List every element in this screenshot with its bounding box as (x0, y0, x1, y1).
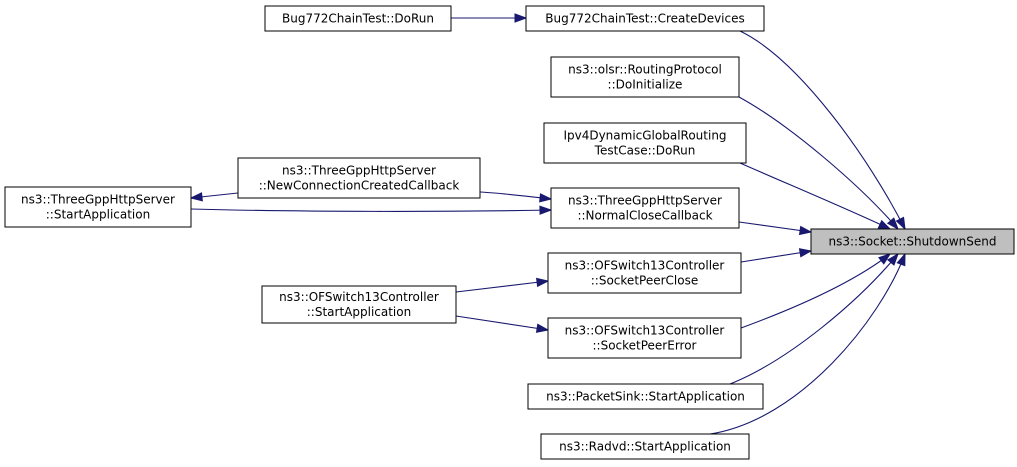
edge-line (729, 253, 899, 385)
node-box (550, 187, 740, 229)
node-new-conn[interactable]: ns3::ThreeGppHttpServer::NewConnectionCr… (237, 157, 481, 199)
node-label: Bug772ChainTest::DoRun (282, 12, 434, 26)
edges-layer (189, 13, 906, 435)
node-olsr-doinit[interactable]: ns3::olsr::RoutingProtocol::DoInitialize (550, 56, 740, 98)
arrow-head-icon (878, 253, 892, 265)
arrow-head-icon (896, 252, 906, 267)
edge-normal_close-to-shutdown_send (738, 221, 813, 236)
arrow-head-icon (539, 205, 553, 215)
edge-radvd_start-to-shutdown_send (709, 252, 906, 435)
node-label: ::SocketPeerError (592, 339, 696, 353)
node-box (261, 285, 457, 324)
node-bug772-dorun[interactable]: Bug772ChainTest::DoRun (264, 5, 452, 32)
edge-line (739, 30, 906, 230)
arrow-head-icon (877, 219, 892, 230)
node-label: ns3::OFSwitch13Controller (565, 324, 725, 338)
edge-line (738, 221, 812, 233)
node-label: ns3::olsr::RoutingProtocol (568, 63, 722, 77)
edge-line (455, 315, 549, 331)
node-box (4, 186, 192, 228)
arrow-head-icon (539, 193, 553, 203)
node-http-start[interactable]: ns3::ThreeGppHttpServer::StartApplicatio… (4, 186, 192, 228)
edge-new_conn-to-http_start (189, 192, 239, 202)
edge-new_conn-to-normal_close (479, 191, 553, 203)
edge-line (190, 208, 552, 212)
edge-line (738, 96, 899, 230)
edge-bug772_dorun-to-create_devices (451, 13, 528, 23)
node-label: ns3::Radvd::StartApplication (559, 440, 731, 454)
node-box (547, 317, 742, 359)
node-peer-close[interactable]: ns3::OFSwitch13Controller::SocketPeerClo… (547, 252, 742, 294)
node-box (264, 5, 452, 32)
node-box (525, 5, 765, 32)
nodes-layer: ns3::Socket::ShutdownSend Bug772ChainTest… (4, 5, 1015, 460)
edge-create_devices-to-shutdown_send (739, 30, 906, 231)
node-label: ns3::OFSwitch13Controller (565, 259, 725, 273)
node-label: ::DoInitialize (608, 78, 683, 92)
node-label: Bug772ChainTest::CreateDevices (545, 12, 745, 26)
arrow-head-icon (189, 192, 203, 202)
arrow-head-icon (535, 323, 550, 333)
edge-of_start-to-peer_error (455, 315, 550, 333)
node-label: ns3::Socket::ShutdownSend (829, 235, 997, 249)
node-packetsink-start[interactable]: ns3::PacketSink::StartApplication (527, 383, 764, 410)
edge-line (709, 253, 906, 435)
edge-line (740, 250, 812, 263)
node-label: ns3::ThreeGppHttpServer (21, 193, 175, 207)
arrow-head-icon (536, 277, 550, 288)
node-box (540, 433, 750, 460)
node-label: ::NewConnectionCreatedCallback (259, 179, 460, 193)
node-label: ::SocketPeerClose (591, 274, 698, 288)
edge-line (455, 280, 549, 293)
node-box (237, 157, 481, 199)
arrow-head-icon (886, 252, 899, 266)
node-box (543, 122, 747, 164)
node-label: ::StartApplication (307, 305, 411, 319)
node-shutdown-send[interactable]: ns3::Socket::ShutdownSend (810, 228, 1015, 255)
edge-line (739, 162, 891, 230)
node-label: ::NormalCloseCallback (577, 209, 712, 223)
node-box (547, 252, 742, 294)
arrow-head-icon (514, 13, 528, 23)
node-box (810, 228, 1015, 255)
node-label: ::StartApplication (46, 208, 150, 222)
node-normal-close[interactable]: ns3::ThreeGppHttpServer::NormalCloseCall… (550, 187, 740, 229)
node-label: ns3::ThreeGppHttpServer (568, 194, 722, 208)
node-box (527, 383, 764, 410)
arrow-head-icon (886, 217, 899, 231)
node-label: Ipv4DynamicGlobalRouting (563, 129, 726, 143)
arrow-head-icon (895, 216, 906, 231)
node-label: ns3::PacketSink::StartApplication (546, 390, 745, 404)
edge-olsr_doinit-to-shutdown_send (738, 96, 899, 231)
edge-line (740, 253, 891, 329)
edge-peer_close-to-shutdown_send (740, 248, 813, 263)
edge-of_start-to-peer_close (455, 277, 550, 293)
node-peer-error[interactable]: ns3::OFSwitch13Controller::SocketPeerErr… (547, 317, 742, 359)
node-create-devices[interactable]: Bug772ChainTest::CreateDevices (525, 5, 765, 32)
node-label: TestCase::DoRun (594, 144, 696, 158)
node-label: ns3::OFSwitch13Controller (279, 290, 439, 304)
edge-packetsink_start-to-shutdown_send (729, 252, 899, 385)
node-of-start[interactable]: ns3::OFSwitch13Controller::StartApplicat… (261, 285, 457, 324)
edge-peer_error-to-shutdown_send (740, 253, 892, 329)
edge-ipv4_dyn_dorun-to-shutdown_send (739, 162, 892, 230)
edge-http_start-to-normal_close (190, 205, 553, 215)
node-radvd-start[interactable]: ns3::Radvd::StartApplication (540, 433, 750, 460)
arrow-head-icon (798, 225, 813, 236)
node-label: ns3::ThreeGppHttpServer (282, 164, 436, 178)
node-box (550, 56, 740, 98)
arrow-head-icon (798, 248, 813, 258)
